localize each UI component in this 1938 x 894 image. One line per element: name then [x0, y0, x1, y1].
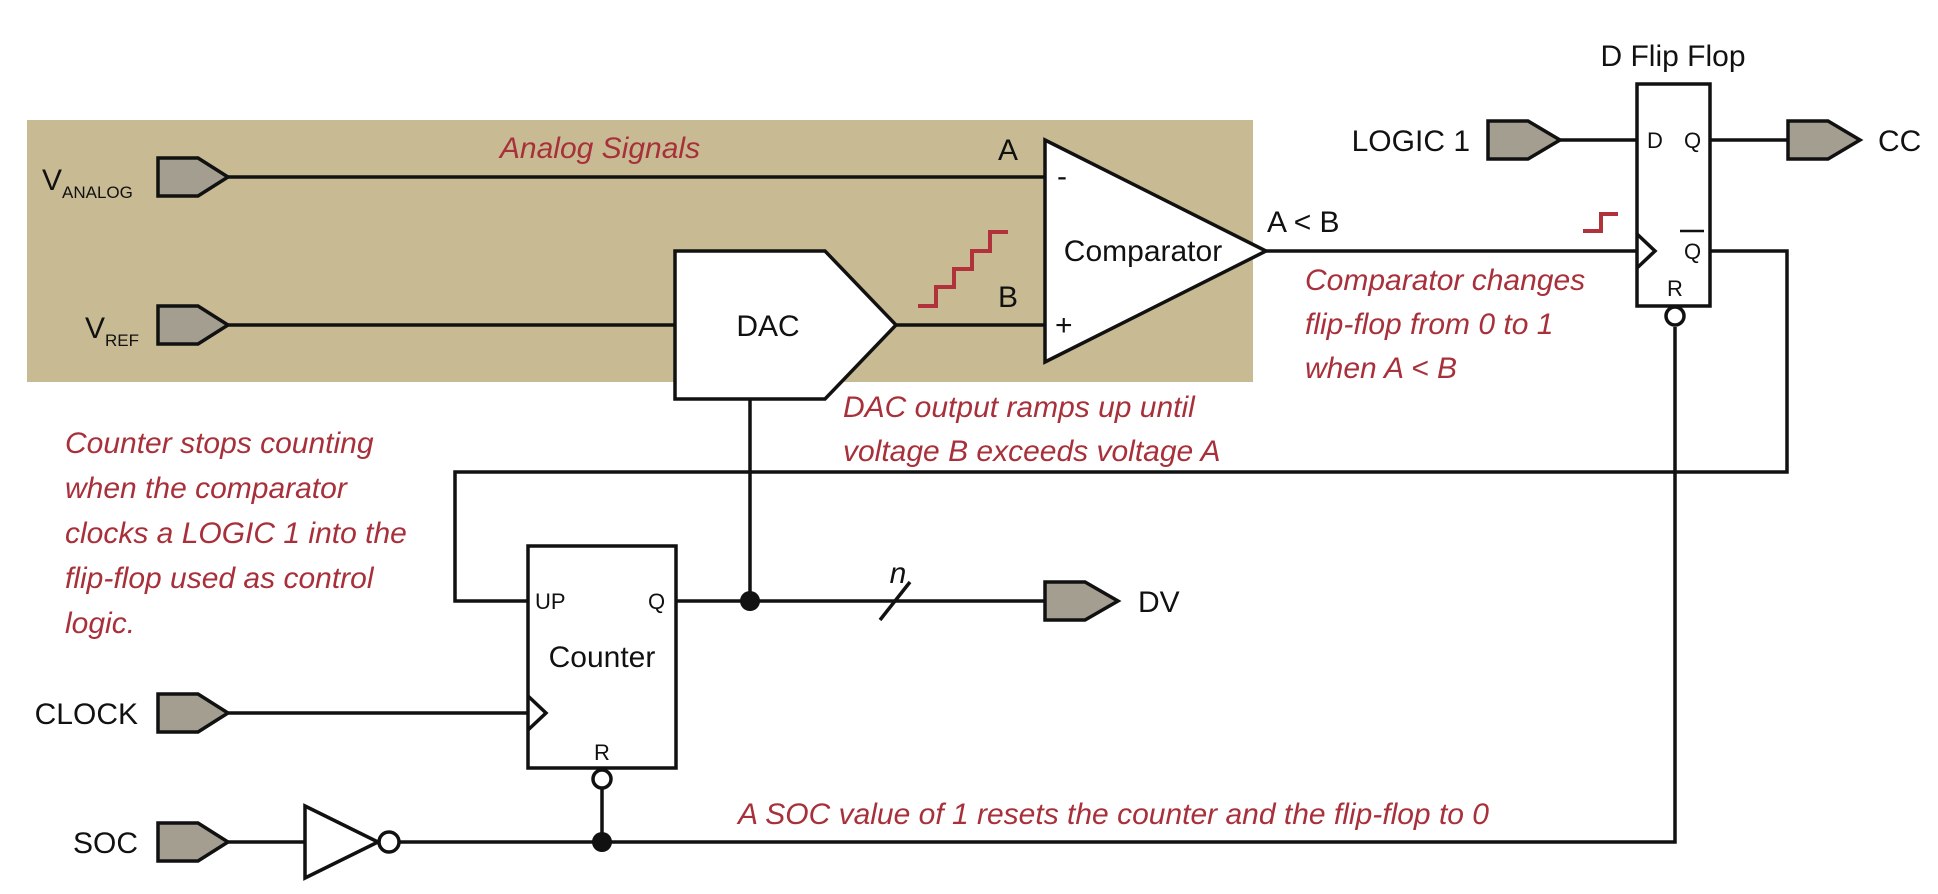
signal-a-lt-b-label: A < B: [1267, 206, 1340, 239]
comparator-note-line: Comparator changes: [1305, 264, 1585, 297]
dac-note-line: DAC output ramps up until: [843, 391, 1196, 424]
comparator-block: [1043, 137, 1270, 365]
counter-note-line: flip-flop used as control: [65, 562, 375, 595]
ff-reset-bubble: [1664, 305, 1686, 327]
port-logic-1: [1486, 119, 1564, 161]
comparator-note: Comparator changes flip-flop from 0 to 1…: [1305, 264, 1594, 385]
counter-r-pin: R: [594, 740, 610, 765]
dac-note-line: voltage B exceeds voltage A: [843, 435, 1220, 468]
counter-reset-bubble: [591, 768, 613, 790]
soc-label: SOC: [73, 827, 138, 860]
counter-note-line: logic.: [65, 607, 135, 640]
soc-note: A SOC value of 1 resets the counter and …: [736, 798, 1489, 831]
port-dv: [1043, 580, 1122, 622]
comparator-minus: -: [1057, 160, 1067, 193]
counter-clock-triangle: [526, 694, 549, 732]
flip-flop-title: D Flip Flop: [1600, 40, 1745, 73]
port-soc: [156, 821, 232, 863]
counter-note-line: clocks a LOGIC 1 into the: [65, 517, 407, 550]
v-analog-main: V: [42, 164, 62, 197]
v-analog-sub: ANALOG: [62, 183, 133, 202]
signal-b-label: B: [998, 281, 1018, 314]
counter-note: Counter stops counting when the comparat…: [65, 427, 415, 640]
v-ref-label: VREF: [85, 312, 139, 350]
port-v-ref: [156, 304, 232, 346]
counter-note-line: Counter stops counting: [65, 427, 374, 460]
counter-up-pin: UP: [535, 589, 566, 614]
comparator-note-line: flip-flop from 0 to 1: [1305, 308, 1553, 341]
dac-label: DAC: [736, 310, 799, 343]
signal-a-label: A: [998, 134, 1018, 167]
comparator-note-line: when A < B: [1305, 352, 1457, 385]
counter-note-line: when the comparator: [65, 472, 348, 505]
port-v-analog: [156, 156, 232, 198]
v-analog-label: VANALOG: [42, 164, 133, 202]
bus-slash: [878, 580, 912, 622]
clock-label: CLOCK: [35, 698, 138, 731]
ff-q-pin: Q: [1684, 128, 1701, 153]
dv-label: DV: [1138, 586, 1180, 619]
inverter-gate: [303, 803, 382, 881]
inverter-bubble: [377, 830, 401, 854]
wire-qbar-feedback-to-counter-up: [453, 249, 1789, 603]
counter-q-pin: Q: [648, 589, 665, 614]
junction-dac-counter: [740, 591, 760, 611]
dac-block: [673, 249, 899, 401]
bus-width-label: n: [890, 557, 907, 590]
wires: [228, 138, 1789, 844]
comparator-label: Comparator: [1064, 235, 1222, 268]
dac-staircase-icon: [918, 230, 1008, 308]
comparator-step-icon: [1583, 212, 1618, 233]
port-clock: [156, 692, 232, 734]
analog-signals-note: Analog Signals: [498, 132, 700, 165]
ff-d-pin: D: [1647, 128, 1663, 153]
ff-r-pin: R: [1667, 276, 1683, 301]
ports: [156, 119, 1864, 863]
ff-qbar-pin: Q: [1684, 239, 1701, 264]
v-ref-sub: REF: [105, 331, 139, 350]
wire-soc-reset-line: [399, 327, 1677, 844]
junction-soc-reset: [592, 832, 612, 852]
v-ref-main: V: [85, 312, 105, 345]
counter-block: [526, 544, 678, 770]
dac-note: DAC output ramps up until voltage B exce…: [843, 391, 1220, 468]
cc-label: CC: [1878, 125, 1921, 158]
comparator-plus: +: [1055, 309, 1073, 342]
counter-label: Counter: [549, 641, 656, 674]
logic-1-label: LOGIC 1: [1352, 125, 1470, 158]
d-flip-flop-block: [1635, 82, 1712, 308]
ff-clock-triangle: [1635, 232, 1658, 270]
port-cc: [1786, 119, 1864, 161]
